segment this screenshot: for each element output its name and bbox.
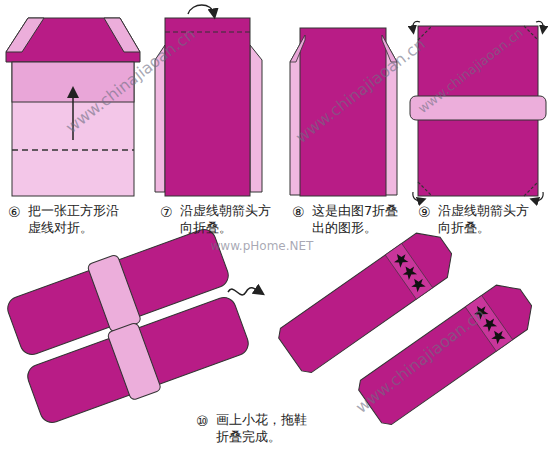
drawing-polygon [290,35,305,62]
squiggle-arrow [228,288,260,295]
drawing-polygon [6,18,44,52]
callout-number: ⑩ [196,412,216,430]
drawing-rect [87,254,142,333]
drawing-rect [385,243,432,299]
watermark: www.pHome.NET [211,239,314,253]
step-caption: 沿虚线朝箭头方向折叠。 [180,203,276,237]
drawing-polygon [104,18,140,52]
slipper-folded [22,289,253,432]
drawing-path [188,5,214,14]
step-caption: 这是由图7折叠出的图形。 [312,203,408,237]
step9-figure [410,21,546,200]
slipper-finished [355,275,542,428]
drawing-polygon [391,250,410,269]
drawing-rect [107,322,162,401]
drawing-line [418,182,432,196]
drawing-polygon [250,45,262,192]
drawing-line [524,182,538,196]
step-caption: 把一张正方形沿虚线对折。 [28,203,128,237]
drawing-path [413,21,420,30]
step6-figure [6,18,140,196]
callout-number: ⑦ [160,203,180,221]
drawing-path [413,192,422,201]
callout-number: ⑧ [292,203,312,221]
drawing-line [12,149,134,151]
drawing-line [524,26,538,40]
callout-number: ⑨ [418,203,438,221]
callout-number: ⑥ [8,203,28,221]
drawing-polygon [488,327,507,346]
step-caption: 画上小花，拖鞋折叠完成。 [216,412,316,446]
drawing-path [536,21,543,30]
drawing-path [534,192,543,201]
drawing-polygon [408,275,427,294]
step7-figure [155,5,262,196]
drawing-polygon [400,262,419,281]
step-caption: 沿虚线朝箭头方向折叠。 [438,203,534,237]
drawing-rect [24,294,251,426]
drawing-polygon [6,18,140,62]
drawing-polygon [355,275,542,428]
